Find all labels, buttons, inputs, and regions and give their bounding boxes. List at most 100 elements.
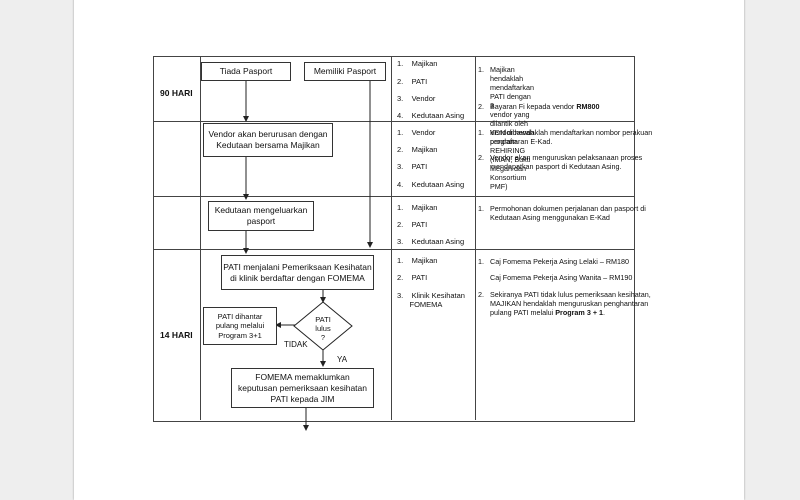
- party-item: 3. Kedutaan Asing: [397, 237, 465, 246]
- row-divider-3: [153, 249, 634, 250]
- decision-line-3: ?: [320, 333, 326, 342]
- note-line: vendor yang dilantik oleh KDN dibawah pr…: [490, 110, 534, 146]
- party-label: Majikan: [411, 145, 438, 154]
- note-text: Sekiranya PATI tidak lulus pemeriksaan k…: [490, 290, 651, 317]
- day-label-90: 90 HARI: [160, 88, 193, 98]
- note-text: Vendor hendaklah mendaftarkan nombor per…: [490, 128, 652, 146]
- kedutaan-box-line-2: pasport: [246, 216, 276, 226]
- party-item: 3. PATI: [397, 162, 428, 171]
- note-text: Vendor akan menguruskan pelaksanaan pros…: [490, 153, 642, 171]
- party-label: PATI: [411, 162, 428, 171]
- dihantar-line-3: Program 3+1: [218, 330, 262, 340]
- vendor-box-line-2: Kedutaan bersama Majikan: [216, 140, 320, 150]
- day-label-14: 14 HARI: [160, 330, 193, 340]
- dihantar-line-2: pulang melalui: [215, 321, 265, 331]
- party-item: 1. Vendor: [397, 128, 436, 137]
- party-item: 2. PATI: [397, 273, 428, 282]
- note-line: Kedutaan Asing menggunakan E-Kad: [490, 213, 610, 222]
- note-line: PMF): [490, 182, 508, 191]
- note-line: MAJIKAN hendaklah menguruskan penghantar…: [490, 299, 649, 308]
- tidak-label: TIDAK: [284, 340, 308, 349]
- note-item: 1. Permohonan dokumen perjalanan dan pas…: [478, 204, 646, 222]
- party-item: 1. Majikan: [397, 256, 438, 265]
- note-number: 1.: [478, 257, 484, 266]
- party-label: Majikan: [411, 203, 438, 212]
- party-item: 1. Majikan: [397, 59, 438, 68]
- column-divider-day: [200, 56, 201, 420]
- tiada-pasport-box: Tiada Pasport: [201, 62, 291, 81]
- memiliki-pasport-label: Memiliki Pasport: [313, 66, 377, 76]
- memiliki-pasport-box: Memiliki Pasport: [304, 62, 386, 81]
- pemeriksaan-box-line-2: di klinik berdaftar dengan FOMEMA: [230, 272, 365, 283]
- note-text: Permohonan dokumen perjalanan dan paspor…: [490, 204, 646, 222]
- note-line: Vendor akan menguruskan pelaksanaan pros…: [490, 153, 643, 162]
- party-label: Kedutaan Asing: [411, 180, 465, 189]
- note-item: 1. Majikan hendaklah mendaftarkan PATI d…: [478, 65, 534, 191]
- note-line: Permohonan dokumen perjalanan dan paspor…: [490, 204, 646, 213]
- party-label: Majikan: [411, 59, 438, 68]
- note-text: Majikan hendaklah mendaftarkan PATI deng…: [490, 65, 534, 191]
- vendor-box-line-1: Vendor akan berurusan dengan: [208, 129, 328, 139]
- note-line: pendaftaran E-Kad.: [490, 137, 553, 146]
- note-item: 1. Vendor hendaklah mendaftarkan nombor …: [478, 128, 652, 146]
- note-line: pulang PATI melalui: [490, 308, 554, 317]
- note-line: Caj Fomema Pekerja Asing Wanita – RM190: [490, 273, 633, 282]
- party-item: 2. PATI: [397, 77, 428, 86]
- note-item: 2. Sekiranya PATI tidak lulus pemeriksaa…: [478, 290, 651, 317]
- note-number: 1.: [478, 128, 484, 137]
- note-text: Bayaran Fi kepada vendor: [490, 102, 575, 111]
- note-item: 2. Vendor akan menguruskan pelaksanaan p…: [478, 153, 642, 171]
- pemeriksaan-box-line-1: PATI menjalani Pemeriksaan Kesihatan: [223, 261, 372, 272]
- party-item: 3. Vendor: [397, 94, 436, 103]
- note-number: 2.: [478, 153, 484, 162]
- fomema-box-line-1: FOMEMA memaklumkan: [255, 371, 350, 382]
- party-label: PATI: [411, 220, 428, 229]
- note-item: 2. Bayaran Fi kepada vendor RM800: [478, 102, 599, 111]
- fomema-box-line-3: PATI kepada JIM: [270, 393, 335, 404]
- party-label: PATI: [411, 77, 428, 86]
- party-label: Klinik Kesihatan: [411, 291, 465, 300]
- note-line: mendapatkan pasport di Kedutaan Asing.: [490, 162, 622, 171]
- party-item: 2. Majikan: [397, 145, 438, 154]
- note-line: Majikan hendaklah mendaftarkan PATI deng…: [490, 65, 534, 110]
- party-label: FOMEMA: [409, 300, 443, 309]
- note-item: 1. Caj Fomema Pekerja Asing Lelaki – RM1…: [478, 257, 629, 266]
- note-bold: Program 3 + 1: [555, 308, 604, 317]
- party-item: 3. Klinik Kesihatan FOMEMA: [397, 291, 465, 309]
- party-item: 4. Kedutaan Asing: [397, 111, 465, 120]
- column-divider-parties: [475, 56, 476, 420]
- note-item: Caj Fomema Pekerja Asing Wanita – RM190: [490, 273, 632, 282]
- party-label: Majikan: [411, 256, 438, 265]
- note-bold: RM800: [576, 102, 600, 111]
- dihantar-line-1: PATI dihantar: [217, 311, 263, 321]
- row-divider-2: [153, 196, 634, 197]
- note-tail: .: [603, 308, 606, 317]
- note-number: 1.: [478, 204, 484, 213]
- column-divider-flow: [391, 56, 392, 420]
- note-line: Vendor hendaklah mendaftarkan nombor per…: [490, 128, 653, 137]
- note-number: 2.: [478, 102, 484, 111]
- decision-line-1: PATI: [315, 315, 331, 324]
- note-line: REHIRING (IMAN, Bukti Megah dan Konsorti…: [490, 146, 531, 182]
- decision-line-2: lulus: [315, 324, 331, 333]
- note-line: Sekiranya PATI tidak lulus pemeriksaan k…: [490, 290, 651, 299]
- tiada-pasport-label: Tiada Pasport: [219, 66, 273, 76]
- party-label: Kedutaan Asing: [411, 111, 465, 120]
- note-line: Caj Fomema Pekerja Asing Lelaki – RM180: [490, 257, 630, 266]
- kedutaan-box-line-1: Kedutaan mengeluarkan: [214, 205, 308, 215]
- note-number: 1.: [478, 65, 484, 74]
- row-divider-1: [153, 121, 634, 122]
- party-label: Vendor: [411, 94, 436, 103]
- party-item: 2. PATI: [397, 220, 428, 229]
- flowchart-connectors: [243, 79, 373, 431]
- ya-label: YA: [337, 355, 348, 364]
- party-label: PATI: [411, 273, 428, 282]
- party-item: 1. Majikan: [397, 203, 438, 212]
- note-number: 2.: [478, 290, 484, 299]
- party-label: Vendor: [411, 128, 436, 137]
